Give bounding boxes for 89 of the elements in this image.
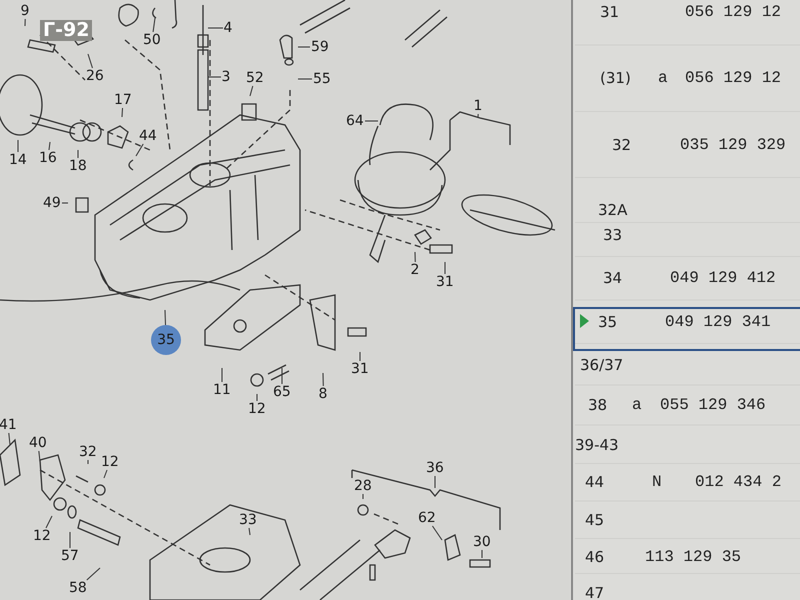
callout-number: 49 [42, 195, 62, 211]
table-cell: 32A [598, 202, 628, 218]
table-cell: 39-43 [575, 438, 619, 452]
callout-number: 11 [212, 382, 232, 398]
callout-number: 62 [417, 510, 437, 526]
table-cell: 31 [600, 4, 620, 20]
callout-number: 36 [425, 460, 445, 476]
callout-number: 64 [345, 113, 365, 129]
callout-number: 12 [32, 528, 52, 544]
leader-line [364, 120, 378, 122]
table-cell: 012 434 2 [695, 474, 782, 490]
callout-number: 18 [68, 158, 88, 174]
leader-line [208, 76, 222, 78]
table-cell: a [658, 70, 668, 86]
leader-line [86, 568, 100, 580]
callout-number: 17 [113, 92, 133, 108]
leader-line [46, 516, 52, 528]
callout-number: 52 [245, 70, 265, 86]
leader-line [478, 114, 479, 118]
leader-line [414, 252, 416, 262]
callout-number: 4 [222, 20, 234, 36]
table-cell: 38 [588, 398, 608, 412]
table-cell: 35 [598, 314, 618, 330]
leader-line [432, 526, 442, 540]
leader-line [434, 476, 436, 488]
callout-number: 58 [68, 580, 88, 596]
callout-number: 50 [142, 32, 162, 48]
leader-line [24, 18, 26, 26]
callout-number: 28 [353, 478, 373, 494]
table-cell: 47 [585, 586, 604, 600]
callout-number: 16 [38, 150, 58, 166]
callout-number: 33 [238, 512, 258, 528]
leader-line [250, 86, 254, 96]
callout-number: 32 [78, 444, 98, 460]
leader-line [104, 470, 108, 478]
callout-number: 57 [60, 548, 80, 564]
leader-line [136, 144, 144, 156]
callout-number: 41 [0, 417, 18, 433]
callout-number: 12 [100, 454, 120, 470]
table-cell: 36/37 [580, 358, 624, 372]
leader-line [48, 142, 50, 150]
callout-number: 14 [8, 152, 28, 168]
callout-badge: 35 [151, 325, 181, 355]
leader-line [444, 262, 446, 274]
callout-number: 55 [312, 71, 332, 87]
table-cell: 056 129 12 [685, 4, 782, 20]
table-cell: 035 129 329 [680, 137, 786, 153]
table-cell: 055 129 346 [660, 397, 766, 413]
table-cell: 113 129 35 [645, 549, 742, 565]
callout-number: 65 [272, 384, 292, 400]
callout-number: 44 [138, 128, 158, 144]
leader-line [298, 46, 310, 48]
callout-number: 31 [350, 361, 370, 377]
callout-number: 2 [410, 262, 420, 278]
table-cell: 34 [603, 270, 622, 286]
callout-number: 31 [435, 274, 455, 290]
table-cell: 056 129 12 [685, 70, 782, 86]
table-cell: 46 [585, 550, 604, 564]
callout-number: 59 [310, 39, 330, 55]
leader-line [122, 108, 124, 118]
table-cell: a [632, 397, 642, 413]
callout-number: 40 [28, 435, 48, 451]
table-cell: (31) [600, 70, 631, 86]
table-cell: 32 [612, 138, 632, 152]
leader-line [88, 54, 93, 68]
callout-number: 12 [247, 401, 267, 417]
callout-number: 3 [220, 69, 232, 85]
callout-number: 9 [20, 3, 30, 19]
callout-number: 8 [318, 386, 328, 402]
table-cell: 049 129 412 [670, 270, 776, 286]
table-cell: 44 [585, 474, 604, 490]
leader-line [298, 78, 312, 80]
table-cell: 049 129 341 [665, 314, 771, 330]
leader-line [362, 494, 364, 500]
leader-line [256, 394, 258, 402]
stamp-text: Г-92 [40, 20, 92, 40]
callout-number: 30 [472, 534, 492, 550]
table-cell: 45 [585, 512, 604, 528]
leader-line [248, 528, 250, 536]
callout-number: 1 [472, 98, 484, 114]
leader-line [152, 18, 156, 32]
leader-line [38, 450, 40, 462]
table-cell: 33 [603, 228, 622, 242]
table-cell: N [652, 474, 662, 490]
leader-line [8, 432, 10, 446]
leader-line [62, 202, 68, 204]
leader-line [164, 310, 166, 326]
leader-line [322, 372, 324, 386]
callout-number: 26 [85, 68, 105, 84]
